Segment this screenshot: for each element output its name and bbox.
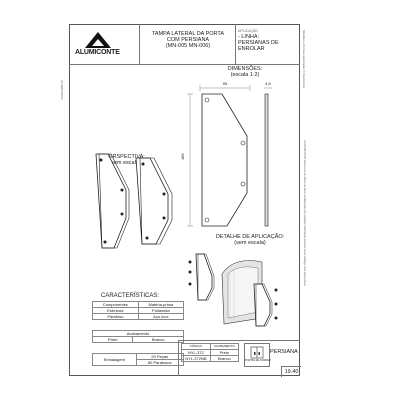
brand-name: ALUMICONTE xyxy=(75,49,120,56)
codes-table: CÓDIGO ACABAMENTO NYL-372 Preto NYL-372N… xyxy=(181,343,240,362)
side-note-left: ALUMICONTE xyxy=(60,80,64,100)
door-icon xyxy=(250,346,264,359)
table-cell: 80 Parafusos xyxy=(135,359,184,366)
title-line-3: (MN-005 MN-006) xyxy=(165,43,211,49)
table-cell: Aço inox xyxy=(137,313,185,320)
application-line-2: PERSIANAS DE xyxy=(238,40,279,46)
category-icon: PORTAS DE CORRER xyxy=(244,343,271,367)
category-note: PORTAS DE CORRER xyxy=(245,359,271,362)
dimensions-scale: (escala 1:2) xyxy=(230,72,260,78)
header: ALUMICONTE TAMPA LATERAL DA PORTA COM PE… xyxy=(69,24,300,65)
dimensions-title: DIMENSÕES: xyxy=(227,66,263,72)
brand-logo-icon xyxy=(85,32,111,48)
table-cell: NYL-372NB xyxy=(181,355,211,362)
table-header: ACABAMENTO xyxy=(209,343,240,350)
height-label: 189 xyxy=(180,153,185,160)
page-number-box: 19.40 xyxy=(281,366,301,377)
characteristics-title: CARACTERÍSTICAS: xyxy=(100,293,159,299)
packaging-label: Embalagem xyxy=(92,353,137,366)
page-number: 19.40 xyxy=(284,369,299,375)
title-line-1: TAMPA LATERAL DA PORTA xyxy=(151,31,225,37)
perspective-title: PERSPECTIVA: xyxy=(105,154,145,160)
application-box: APLICAÇÃO - LINHA: PERSIANAS DE ENROLAR xyxy=(238,28,298,52)
side-note-right-bottom: A ALUMICONTE reserva-se ao direito de fa… xyxy=(303,140,306,287)
packaging-table: Embalagem 20 Peças 80 Parafusos xyxy=(92,353,184,366)
perspective-drawing xyxy=(95,153,173,249)
category-label: PERSIANA xyxy=(270,349,298,355)
width-label: 95 xyxy=(222,81,228,86)
drawing-frame xyxy=(69,24,300,376)
dimension-drawing xyxy=(187,85,272,227)
title-line-2: COM PERSIANA xyxy=(166,37,210,43)
table-cell: Branco xyxy=(132,336,184,343)
table-cell: Preto xyxy=(91,336,134,343)
perspective-scale: (sem escala) xyxy=(109,160,141,166)
application-line-1: - LINHA: xyxy=(238,34,260,40)
table-row: NYL-372NB Branco xyxy=(181,355,240,362)
table-row: Parafuso Aço inox xyxy=(92,313,185,320)
application-label: APLICAÇÃO xyxy=(238,29,259,33)
application-detail-drawing xyxy=(188,253,278,327)
characteristics-table: Componentes Matéria-prima Estrutura Poli… xyxy=(92,301,185,320)
table-cell: Parafuso xyxy=(92,313,139,320)
document-title: TAMPA LATERAL DA PORTA COM PERSIANA (MN-… xyxy=(141,31,235,49)
application-detail-title: DETALHE DE APLICAÇÃO: xyxy=(215,234,285,240)
application-detail-scale: (sem escala) xyxy=(234,240,266,246)
thickness-label: 4,5 xyxy=(265,81,271,86)
side-note-right-top: Medidas e formas registradas © Alumicont… xyxy=(302,30,306,89)
finish-table: Acabamento Preto Branco xyxy=(91,330,184,343)
application-line-3: ENROLAR xyxy=(238,46,265,52)
brand-logo: ALUMICONTE xyxy=(71,28,139,62)
table-row: Preto Branco xyxy=(91,336,184,343)
table-row: 80 Parafusos xyxy=(93,359,184,366)
table-cell: Branco xyxy=(209,355,240,362)
